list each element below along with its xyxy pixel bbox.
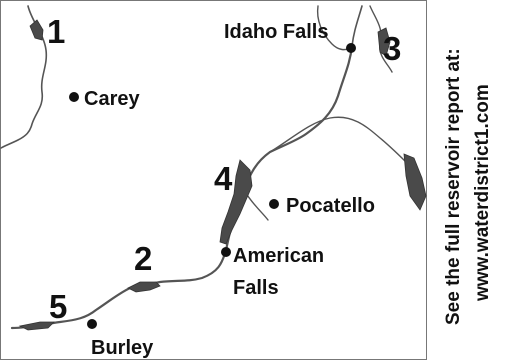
report-note-line-2: www.waterdistrict1.com xyxy=(472,84,493,302)
city-marker-american-falls xyxy=(221,247,231,257)
city-marker-carey xyxy=(69,92,79,102)
river-henrys-fork xyxy=(351,5,363,47)
city-label-idaho-falls: Idaho Falls xyxy=(224,21,328,43)
city-marker-pocatello xyxy=(269,199,279,209)
reservoir-label-1: 1 xyxy=(47,13,65,50)
city-label-pocatello: Pocatello xyxy=(286,195,375,217)
reservoir-label-3: 3 xyxy=(383,30,401,67)
east-reservoir-water xyxy=(403,153,427,211)
city-label-carey: Carey xyxy=(84,88,140,110)
report-note-line-1: See the full reservoir report at: xyxy=(443,48,464,325)
city-label-american: American xyxy=(233,245,324,267)
reservoir-label-4: 4 xyxy=(214,160,233,197)
reservoir-3-water xyxy=(377,27,391,57)
city-label-burley: Burley xyxy=(91,337,154,359)
reservoir-4-water xyxy=(219,159,253,245)
reservoir-5-water xyxy=(18,321,55,331)
river-snake xyxy=(10,44,354,330)
city-marker-burley xyxy=(87,319,97,329)
reservoir-2-water xyxy=(127,281,161,293)
reservoir-1-water xyxy=(29,19,44,41)
map-border xyxy=(0,0,427,360)
reservoir-label-2: 2 xyxy=(134,240,152,277)
reservoir-label-5: 5 xyxy=(49,288,67,325)
river-big-wood xyxy=(0,5,48,149)
river-blackfoot xyxy=(269,116,411,167)
city-marker-idaho-falls xyxy=(346,43,356,53)
city-label-falls: Falls xyxy=(233,277,279,299)
